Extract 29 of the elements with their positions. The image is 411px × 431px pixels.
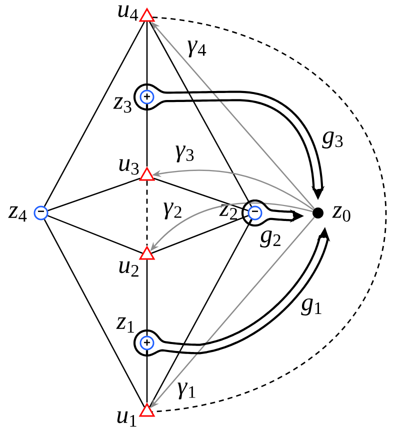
vertex-label: z$_{0}$ xyxy=(332,206,350,222)
edge-line xyxy=(44,219,145,408)
edge-label: g$_{3}$ xyxy=(322,131,343,149)
edge-label: γ$_{1}$ xyxy=(178,382,196,400)
dashed-line xyxy=(152,16,387,412)
edge-line xyxy=(154,178,248,212)
edge-line xyxy=(146,22,148,90)
edge-line xyxy=(149,219,252,408)
edge-label: γ$_{3}$ xyxy=(176,146,194,162)
edge-line xyxy=(151,215,248,254)
edge-line xyxy=(146,260,148,336)
edge-label: g$_{1}$ xyxy=(301,298,322,316)
edge-line xyxy=(146,104,148,166)
vertex-label: u$_{4}$ xyxy=(118,5,138,21)
edge-line xyxy=(48,215,143,254)
edge-line xyxy=(149,21,252,207)
dashed-line xyxy=(146,180,148,246)
vertex-label: u$_{1}$ xyxy=(117,411,136,427)
vertex-label: z$_{3}$ xyxy=(113,97,132,113)
edge-line xyxy=(146,350,148,402)
edge-label: γ$_{4}$ xyxy=(188,40,206,58)
edge-line xyxy=(44,21,145,207)
vertex-label: z$_{4}$ xyxy=(8,206,27,222)
edge-line xyxy=(48,178,140,212)
edge-label: g$_{2}$ xyxy=(260,230,280,248)
vertex-label: z$_{1}$ xyxy=(116,317,134,333)
vertex-label: u$_{3}$ xyxy=(119,159,139,175)
vertex-label: u$_{2}$ xyxy=(119,261,138,277)
edge-label: γ$_{2}$ xyxy=(164,202,182,220)
